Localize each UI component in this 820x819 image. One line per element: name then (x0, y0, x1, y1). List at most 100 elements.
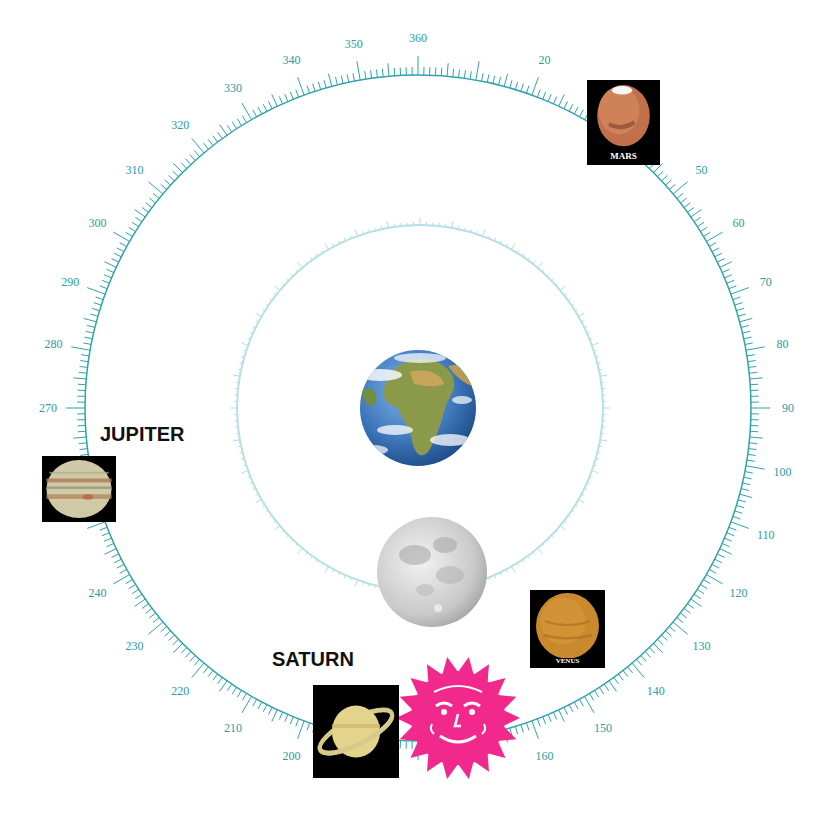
tick-mark (296, 270, 298, 272)
tick-mark (77, 419, 85, 420)
tick-mark (285, 715, 288, 722)
tick-mark (590, 693, 594, 700)
tick-mark (365, 71, 366, 79)
tick-mark (738, 314, 746, 316)
tick-mark (148, 182, 163, 194)
tick-mark (736, 505, 744, 507)
tick-mark (751, 408, 770, 409)
tick-mark (113, 575, 129, 585)
tick-mark (594, 690, 598, 697)
tick-mark (285, 94, 288, 101)
degree-number: 310 (126, 164, 144, 176)
tick-mark (270, 299, 272, 301)
tick-mark (560, 526, 565, 531)
tick-mark (208, 670, 213, 676)
tick-mark (362, 231, 364, 234)
tick-mark (669, 626, 675, 631)
tick-mark (203, 143, 208, 149)
tick-mark (232, 122, 236, 129)
tick-mark (169, 635, 175, 640)
tick-mark (750, 378, 763, 379)
tick-mark (673, 182, 688, 194)
tick-mark (256, 321, 259, 322)
tick-mark (727, 533, 734, 536)
tick-mark (528, 556, 530, 558)
tick-mark (537, 90, 540, 97)
tick-mark (220, 681, 227, 692)
tick-mark (77, 390, 85, 391)
zodiac-ring (85, 75, 751, 741)
tick-mark (227, 125, 231, 132)
tick-mark (185, 652, 190, 658)
tick-mark (694, 594, 701, 598)
tick-mark (645, 652, 650, 658)
planet-image (42, 456, 116, 522)
tick-mark (493, 76, 495, 84)
degree-number: 50 (695, 164, 707, 176)
degree-number: 130 (692, 640, 710, 652)
tick-mark (234, 395, 237, 396)
tick-mark (117, 248, 124, 252)
tick-mark (100, 286, 107, 289)
tick-mark (66, 408, 85, 409)
tick-mark (305, 261, 307, 263)
tick-mark (598, 452, 601, 454)
tick-mark (86, 331, 94, 333)
degree-number: 300 (89, 217, 107, 229)
tick-mark (218, 677, 223, 683)
tick-mark (745, 343, 753, 345)
tick-mark (579, 110, 583, 117)
tick-mark (521, 725, 523, 733)
degree-number: 100 (773, 466, 791, 478)
tick-mark (272, 94, 278, 106)
tick-mark (575, 505, 578, 507)
tick-mark (269, 707, 273, 714)
tick-mark (279, 712, 282, 719)
tick-mark (596, 356, 599, 358)
tick-mark (173, 171, 179, 177)
tick-mark (132, 222, 139, 226)
planet-box: MARS (587, 80, 660, 165)
tick-mark (192, 663, 204, 678)
tick-mark (104, 549, 116, 555)
tick-mark (691, 599, 702, 606)
tick-mark (238, 369, 241, 371)
tick-mark (250, 482, 253, 483)
tick-mark (126, 580, 133, 584)
tick-mark (587, 332, 590, 333)
tick-mark (406, 741, 407, 749)
tick-mark (235, 388, 238, 389)
tick-mark (751, 402, 759, 403)
tick-mark (744, 477, 752, 479)
tick-mark (286, 279, 288, 281)
tick-mark (234, 414, 237, 415)
tick-mark (603, 420, 606, 421)
tick-mark (559, 94, 565, 106)
tick-mark (106, 269, 113, 272)
tick-mark (313, 84, 315, 92)
tick-mark (543, 92, 546, 99)
tick-mark (192, 138, 204, 153)
tick-mark (129, 227, 136, 231)
image-caption: MARS (608, 152, 639, 161)
tick-mark (662, 635, 668, 640)
tick-mark (413, 222, 414, 225)
tick-mark (476, 61, 479, 80)
tick-mark (161, 184, 167, 189)
tick-mark (423, 67, 424, 75)
tick-mark (236, 382, 239, 383)
tick-mark (731, 522, 749, 529)
tick-mark (584, 488, 587, 489)
tick-mark (84, 337, 92, 339)
tick-mark (470, 71, 471, 79)
tick-mark (740, 494, 753, 497)
tick-mark (594, 350, 597, 352)
tick-mark (553, 96, 556, 103)
tick-mark (452, 69, 454, 77)
tick-mark (700, 584, 707, 588)
tick-mark (703, 232, 710, 236)
tick-mark (538, 262, 543, 267)
tick-mark (240, 452, 243, 454)
tick-mark (749, 448, 757, 450)
